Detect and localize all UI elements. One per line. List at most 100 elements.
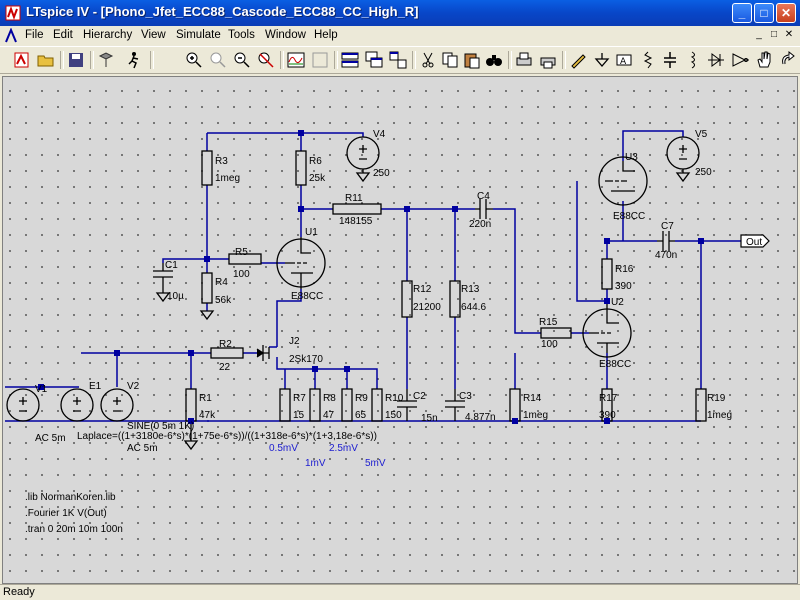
- label-R3-value: 1meg: [215, 173, 240, 184]
- voltage-label: 5mV: [365, 458, 386, 469]
- menu-tools[interactable]: Tools: [228, 29, 255, 41]
- toolbar-separator: [280, 51, 284, 69]
- print-setup-icon[interactable]: [514, 50, 534, 70]
- resistor-R2: [210, 347, 244, 359]
- close-button[interactable]: ✕: [776, 3, 796, 23]
- label-U3-name: U3: [625, 152, 638, 163]
- menu-file[interactable]: File: [25, 29, 44, 41]
- label-V5-name: V5: [695, 129, 708, 140]
- pan-icon[interactable]: [208, 50, 228, 70]
- menu-edit[interactable]: Edit: [53, 29, 73, 41]
- label-V1-value: AC 5m: [35, 433, 66, 444]
- voltage-source-E1: [60, 388, 94, 422]
- child-minimize-button[interactable]: _: [756, 29, 762, 40]
- resistor-R5: [228, 253, 262, 265]
- schematic-doc-icon[interactable]: [4, 28, 18, 44]
- rotate-icon[interactable]: [778, 50, 798, 70]
- toolbar-separator: [412, 51, 416, 69]
- label-R15-name: R15: [539, 317, 558, 328]
- toolbar-separator: [508, 51, 512, 69]
- minimize-button[interactable]: _: [732, 3, 752, 23]
- label-C1-value: 10µ: [167, 291, 184, 302]
- tile-horizontal-icon[interactable]: [340, 50, 360, 70]
- label-R14-value: 1meg: [523, 410, 548, 421]
- label-E1-name: E1: [89, 381, 102, 392]
- label-R5-value: 100: [233, 269, 250, 280]
- child-close-button[interactable]: ✕: [784, 29, 794, 40]
- pencil-wire-icon[interactable]: [568, 50, 588, 70]
- open-icon[interactable]: [36, 50, 56, 70]
- menu-simulate[interactable]: Simulate: [176, 29, 221, 41]
- status-text: Ready: [3, 586, 35, 598]
- capacitor-C4: [479, 199, 487, 219]
- waveform-icon[interactable]: [286, 50, 306, 70]
- label-R11-name: R11: [345, 193, 363, 204]
- find-icon[interactable]: [484, 50, 504, 70]
- zoom-in-icon[interactable]: [184, 50, 204, 70]
- toolbar: A: [0, 46, 800, 74]
- ground-symbols: [155, 169, 691, 451]
- cut-icon[interactable]: [418, 50, 438, 70]
- laplace-expression: Laplace=((1+3180e-6*s)*(1+75e-6*s))/((1+…: [77, 431, 377, 442]
- label-C1-name: C1: [165, 260, 178, 271]
- label-R13-value: 644.6: [461, 302, 486, 313]
- paste-icon[interactable]: [462, 50, 482, 70]
- menu-bar: File Edit Hierarchy View Simulate Tools …: [0, 26, 800, 46]
- label-R7-value: 15: [293, 410, 305, 421]
- capacitor-icon[interactable]: [660, 50, 680, 70]
- menu-view[interactable]: View: [141, 29, 166, 41]
- zoom-cancel-icon[interactable]: [256, 50, 276, 70]
- hand-icon[interactable]: [754, 50, 774, 70]
- directive-fourier: .Fourier 1K V(Out): [25, 508, 107, 519]
- label-R6-value: 25k: [309, 173, 326, 184]
- label-R8-value: 47: [323, 410, 335, 421]
- new-schematic-icon[interactable]: [12, 50, 32, 70]
- diode-icon[interactable]: [706, 50, 726, 70]
- label-icon[interactable]: A: [614, 50, 634, 70]
- zoom-out-icon[interactable]: [232, 50, 252, 70]
- schematic-drawing[interactable]: Out R3 1meg R6 25k V4 250 R11 148155 C4 …: [3, 77, 799, 585]
- net-label-out[interactable]: Out: [740, 234, 770, 248]
- voltage-label: 2.5mV: [329, 443, 358, 454]
- save-icon[interactable]: [66, 50, 86, 70]
- cascade-icon[interactable]: [364, 50, 384, 70]
- title-bar[interactable]: LTspice IV - [Phono_Jfet_ECC88_Cascode_E…: [0, 0, 800, 26]
- copy-icon[interactable]: [440, 50, 460, 70]
- resistor-R19: [695, 388, 707, 422]
- menu-help[interactable]: Help: [314, 29, 338, 41]
- label-R4-value: 56k: [215, 295, 232, 306]
- ground-icon[interactable]: [592, 50, 612, 70]
- autorange-icon[interactable]: [310, 50, 330, 70]
- schematic-canvas[interactable]: Out R3 1meg R6 25k V4 250 R11 148155 C4 …: [2, 76, 798, 584]
- inductor-icon[interactable]: [682, 50, 702, 70]
- print-icon[interactable]: [538, 50, 558, 70]
- resistor-icon[interactable]: [638, 50, 658, 70]
- label-J2-value: 2Sk170: [289, 354, 323, 365]
- label-U1-value: E88CC: [291, 291, 323, 302]
- resistor-R8: [309, 388, 321, 422]
- tile-icon[interactable]: [388, 50, 408, 70]
- control-panel-icon[interactable]: [96, 50, 116, 70]
- component-icon[interactable]: [730, 50, 750, 70]
- directive-lib: .lib NormanKoren.lib: [25, 492, 116, 503]
- toolbar-separator: [334, 51, 338, 69]
- resistor-R16: [601, 258, 613, 290]
- ltspice-logo-icon: [5, 5, 21, 21]
- resistor-R6: [295, 150, 307, 186]
- menu-hierarchy[interactable]: Hierarchy: [83, 29, 133, 41]
- maximize-button[interactable]: □: [754, 3, 774, 23]
- label-V1-name: V1: [35, 384, 48, 395]
- label-R17-value: 390: [599, 410, 616, 421]
- menu-window[interactable]: Window: [265, 29, 306, 41]
- label-R19-name: R19: [707, 393, 726, 404]
- run-icon[interactable]: [124, 50, 144, 70]
- label-R1-name: R1: [199, 393, 212, 404]
- label-R12-name: R12: [413, 284, 432, 295]
- spice-directives[interactable]: .lib NormanKoren.lib .Fourier 1K V(Out) …: [25, 492, 123, 535]
- label-R2-value: 22: [219, 362, 231, 373]
- label-R15-value: 100: [541, 339, 558, 350]
- label-R8-name: R8: [323, 393, 336, 404]
- svg-text:Out: Out: [746, 237, 762, 248]
- resistor-R15: [540, 327, 572, 339]
- child-restore-button[interactable]: □: [770, 29, 778, 40]
